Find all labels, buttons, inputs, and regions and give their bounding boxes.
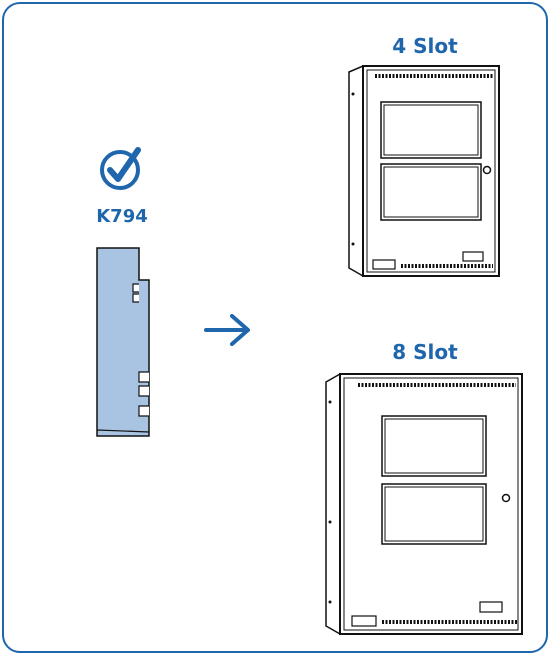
arrow-right-icon	[204, 314, 250, 346]
enclosure-8-slot	[325, 372, 523, 636]
enclosure-label-4-slot: 4 Slot	[392, 34, 458, 58]
check-circle-icon	[100, 147, 141, 190]
enclosure-label-8-slot: 8 Slot	[392, 340, 458, 364]
part-label: K794	[96, 206, 148, 227]
k794-module	[96, 247, 150, 437]
enclosure-4-slot	[348, 64, 500, 278]
